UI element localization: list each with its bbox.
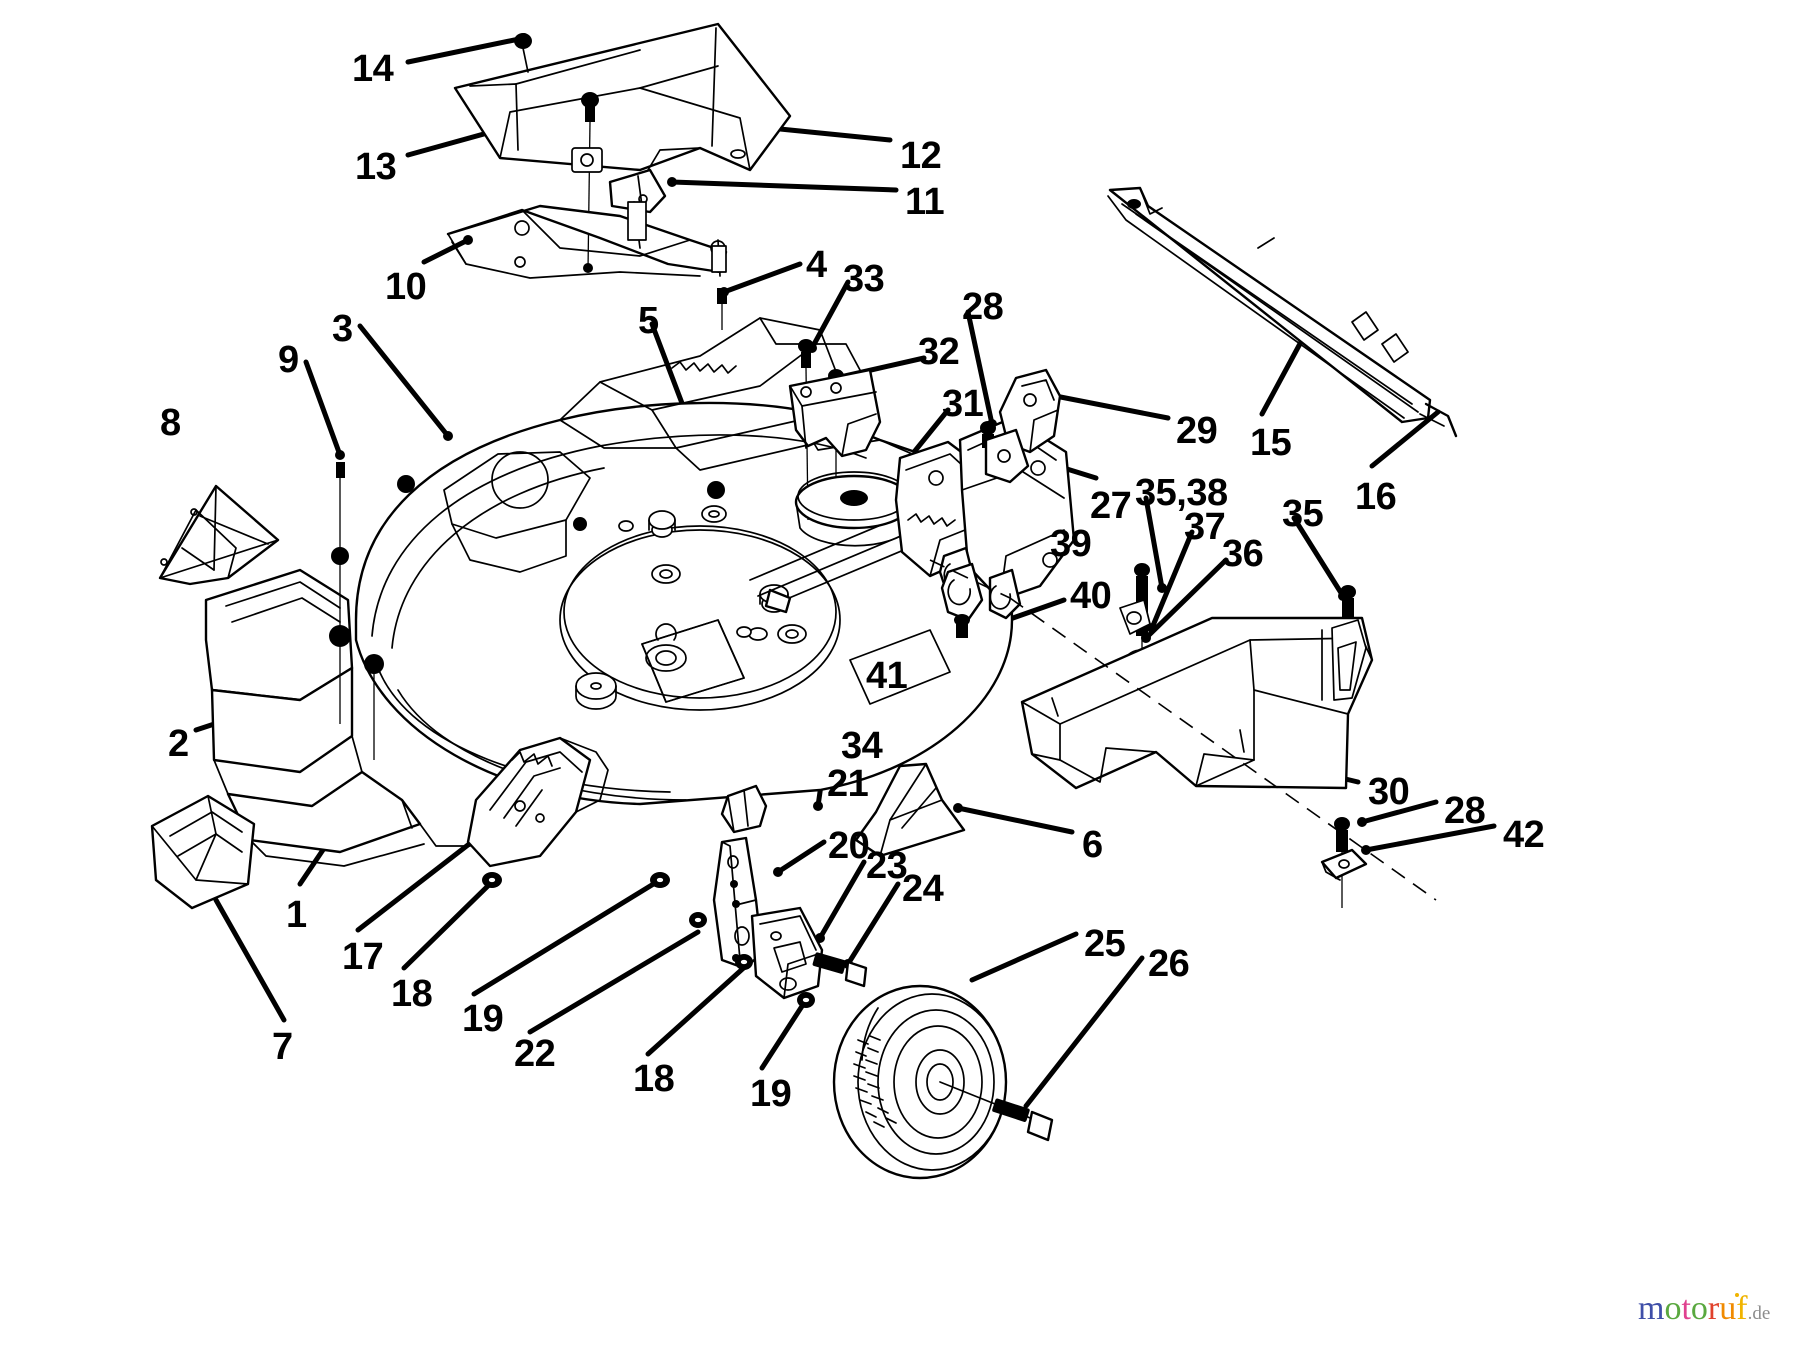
callout-24: 24	[902, 868, 944, 910]
callout-28-upper: 28	[962, 286, 1004, 328]
part-32-bracket	[788, 368, 882, 458]
part-16-rod	[1419, 402, 1458, 438]
callout-22: 22	[514, 1033, 556, 1075]
callout-40: 40	[1070, 575, 1112, 617]
watermark-letter-r: r	[1707, 1290, 1720, 1327]
callout-18-mid: 18	[633, 1058, 675, 1100]
callout-9: 9	[278, 339, 299, 381]
callout-19-left: 19	[462, 998, 504, 1040]
alignment-line	[1009, 597, 1437, 901]
callout-35-38: 35,38	[1135, 472, 1228, 514]
part-8-vane	[158, 484, 280, 586]
callout-39: 39	[1050, 523, 1092, 565]
watermark-motoruf: motoruf.de	[1638, 1292, 1770, 1326]
part-41-strip	[641, 619, 745, 703]
part-28-bolt-lower	[1334, 817, 1350, 908]
watermark-tld: .de	[1747, 1303, 1771, 1324]
part-9-bolts	[329, 462, 725, 760]
callout-16: 16	[1355, 476, 1397, 518]
callout-20: 20	[828, 825, 870, 867]
callout-21: 21	[827, 763, 869, 805]
part-21-block	[720, 784, 768, 834]
part-17-rear-guard	[466, 736, 609, 868]
callout-12: 12	[900, 135, 942, 177]
callout-31: 31	[942, 383, 984, 425]
part-20-adjuster-plate	[712, 836, 764, 970]
part-24-axle-bolt	[812, 952, 868, 988]
callout-10: 10	[385, 266, 427, 308]
callout-26: 26	[1148, 943, 1190, 985]
callout-19-right: 19	[750, 1073, 792, 1115]
watermark-letter-o2: o	[1690, 1290, 1708, 1327]
part-42-clip	[1320, 848, 1368, 881]
callout-29: 29	[1176, 410, 1218, 452]
part-2-side-baffle	[204, 568, 471, 867]
callout-23: 23	[866, 845, 908, 887]
leader-lines	[193, 33, 1497, 1109]
part-bolt-14	[514, 33, 532, 73]
part-bolt-13	[571, 92, 603, 271]
callout-36: 36	[1222, 533, 1264, 575]
part-40-bolt	[954, 614, 970, 638]
part-26-wheel-bolt	[992, 1098, 1054, 1142]
callout-15: 15	[1250, 422, 1292, 464]
callout-4: 4	[806, 244, 827, 286]
watermark-dot	[1735, 1293, 1740, 1297]
part-23-wheel-arm	[750, 906, 824, 1000]
callout-37: 37	[1184, 506, 1226, 548]
callout-27: 27	[1090, 485, 1132, 527]
watermark-letter-f: f	[1736, 1290, 1748, 1327]
callout-18-left: 18	[391, 973, 433, 1015]
callout-32: 32	[918, 331, 960, 373]
callout-11: 11	[905, 181, 945, 223]
watermark-letter-u: u	[1719, 1290, 1737, 1327]
callout-1: 1	[286, 894, 307, 936]
callout-2: 2	[168, 723, 189, 765]
callout-33: 33	[843, 258, 885, 300]
part-10-deflector	[446, 201, 728, 279]
part-bolt-4	[717, 288, 727, 330]
callout-41: 41	[866, 655, 908, 697]
part-7-vane	[150, 794, 256, 910]
callout-5: 5	[638, 300, 659, 342]
callout-8: 8	[160, 402, 181, 444]
watermark-letter-t: t	[1681, 1290, 1691, 1327]
part-11-small-bracket	[608, 168, 667, 214]
callout-28-lower: 28	[1444, 790, 1486, 832]
callout-17: 17	[342, 936, 384, 978]
callout-3: 3	[332, 308, 353, 350]
part-top-cover	[453, 22, 792, 172]
callout-25: 25	[1084, 923, 1126, 965]
watermark-letter-m: m	[1638, 1290, 1665, 1327]
watermark-letter-o1: o	[1664, 1290, 1682, 1327]
callout-30: 30	[1368, 771, 1410, 813]
callout-35-right: 35	[1282, 493, 1324, 535]
part-3-mower-deck	[354, 317, 1014, 806]
callout-7: 7	[272, 1026, 293, 1068]
callout-13: 13	[355, 146, 397, 188]
part-30-baffle-pan	[1020, 616, 1374, 790]
callout-6: 6	[1082, 824, 1103, 866]
part-29-bracket	[984, 368, 1062, 484]
hardware-washers-left	[482, 872, 815, 1008]
part-15-trim-bar	[1107, 186, 1432, 424]
part-25-wheel	[832, 984, 1011, 1180]
callout-42: 42	[1503, 814, 1545, 856]
deck-hardware	[575, 505, 807, 710]
callout-34: 34	[841, 725, 883, 767]
callout-14: 14	[352, 48, 394, 90]
part-6-wedge	[854, 762, 966, 858]
